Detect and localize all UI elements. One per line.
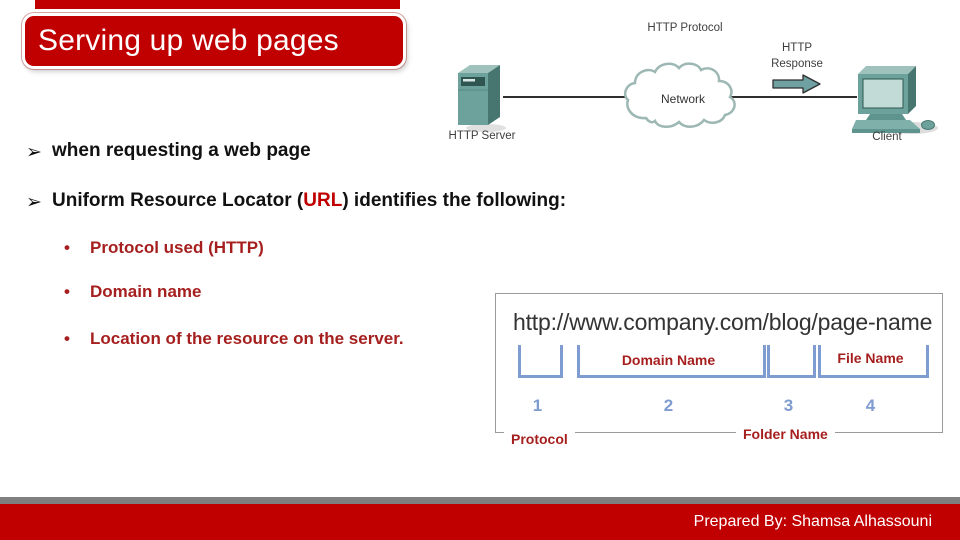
bullet-url-pre: Uniform Resource Locator ( — [52, 190, 304, 211]
protocol-bracket — [518, 345, 563, 378]
dot-bullet-icon — [64, 238, 70, 258]
segment-number-1: 1 — [532, 396, 543, 415]
sub-bullet-protocol: Protocol used (HTTP) — [90, 238, 264, 257]
footer-divider — [0, 497, 960, 504]
url-anatomy-box — [495, 293, 943, 433]
segment-number-3: 3 — [783, 396, 794, 415]
http-server-label: HTTP Server — [448, 130, 516, 142]
folder-name-label: Folder Name — [736, 426, 835, 442]
footer-credit: Prepared By: Shamsa Alhassouni — [693, 513, 932, 530]
network-cloud-icon — [620, 57, 746, 135]
page-title: Serving up web pages — [38, 24, 339, 57]
bullet-url-highlight: URL — [303, 190, 343, 211]
dot-bullet-icon — [64, 329, 70, 349]
footer-bar: Prepared By: Shamsa Alhassouni — [0, 504, 960, 540]
http-response-label-line2: Response — [771, 58, 823, 70]
file-name-label: File Name — [837, 350, 904, 366]
client-label: Client — [872, 131, 902, 143]
bullet-url: Uniform Resource Locator (URL) identifie… — [52, 190, 566, 212]
bullet-url-post: ) identifies the following: — [342, 190, 567, 211]
sub-bullet-location: Location of the resource on the server. — [90, 329, 404, 348]
folder-bracket — [767, 345, 816, 378]
page-title-box: Serving up web pages — [22, 13, 406, 69]
client-computer-icon — [850, 62, 942, 136]
http-response-arrow-icon — [772, 74, 822, 94]
segment-number-2: 2 — [663, 396, 674, 415]
http-server-icon — [456, 63, 508, 133]
http-response-label-line1: HTTP — [781, 42, 813, 54]
network-cloud-label: Network — [660, 92, 705, 106]
http-protocol-label: HTTP Protocol — [647, 22, 723, 34]
bullet-when-requesting: when requesting a web page — [52, 140, 311, 161]
protocol-label: Protocol — [504, 431, 575, 447]
domain-name-label: Domain Name — [621, 352, 716, 368]
arrow-bullet-icon — [26, 141, 42, 164]
arrow-bullet-icon — [26, 191, 42, 214]
url-example-text: http://www.company.com/blog/page-name — [513, 309, 933, 335]
dot-bullet-icon — [64, 282, 70, 302]
file-bracket — [818, 345, 929, 378]
segment-number-4: 4 — [865, 396, 876, 415]
title-background-strip — [35, 0, 400, 9]
domain-bracket — [577, 345, 766, 378]
sub-bullet-domain: Domain name — [90, 282, 202, 301]
